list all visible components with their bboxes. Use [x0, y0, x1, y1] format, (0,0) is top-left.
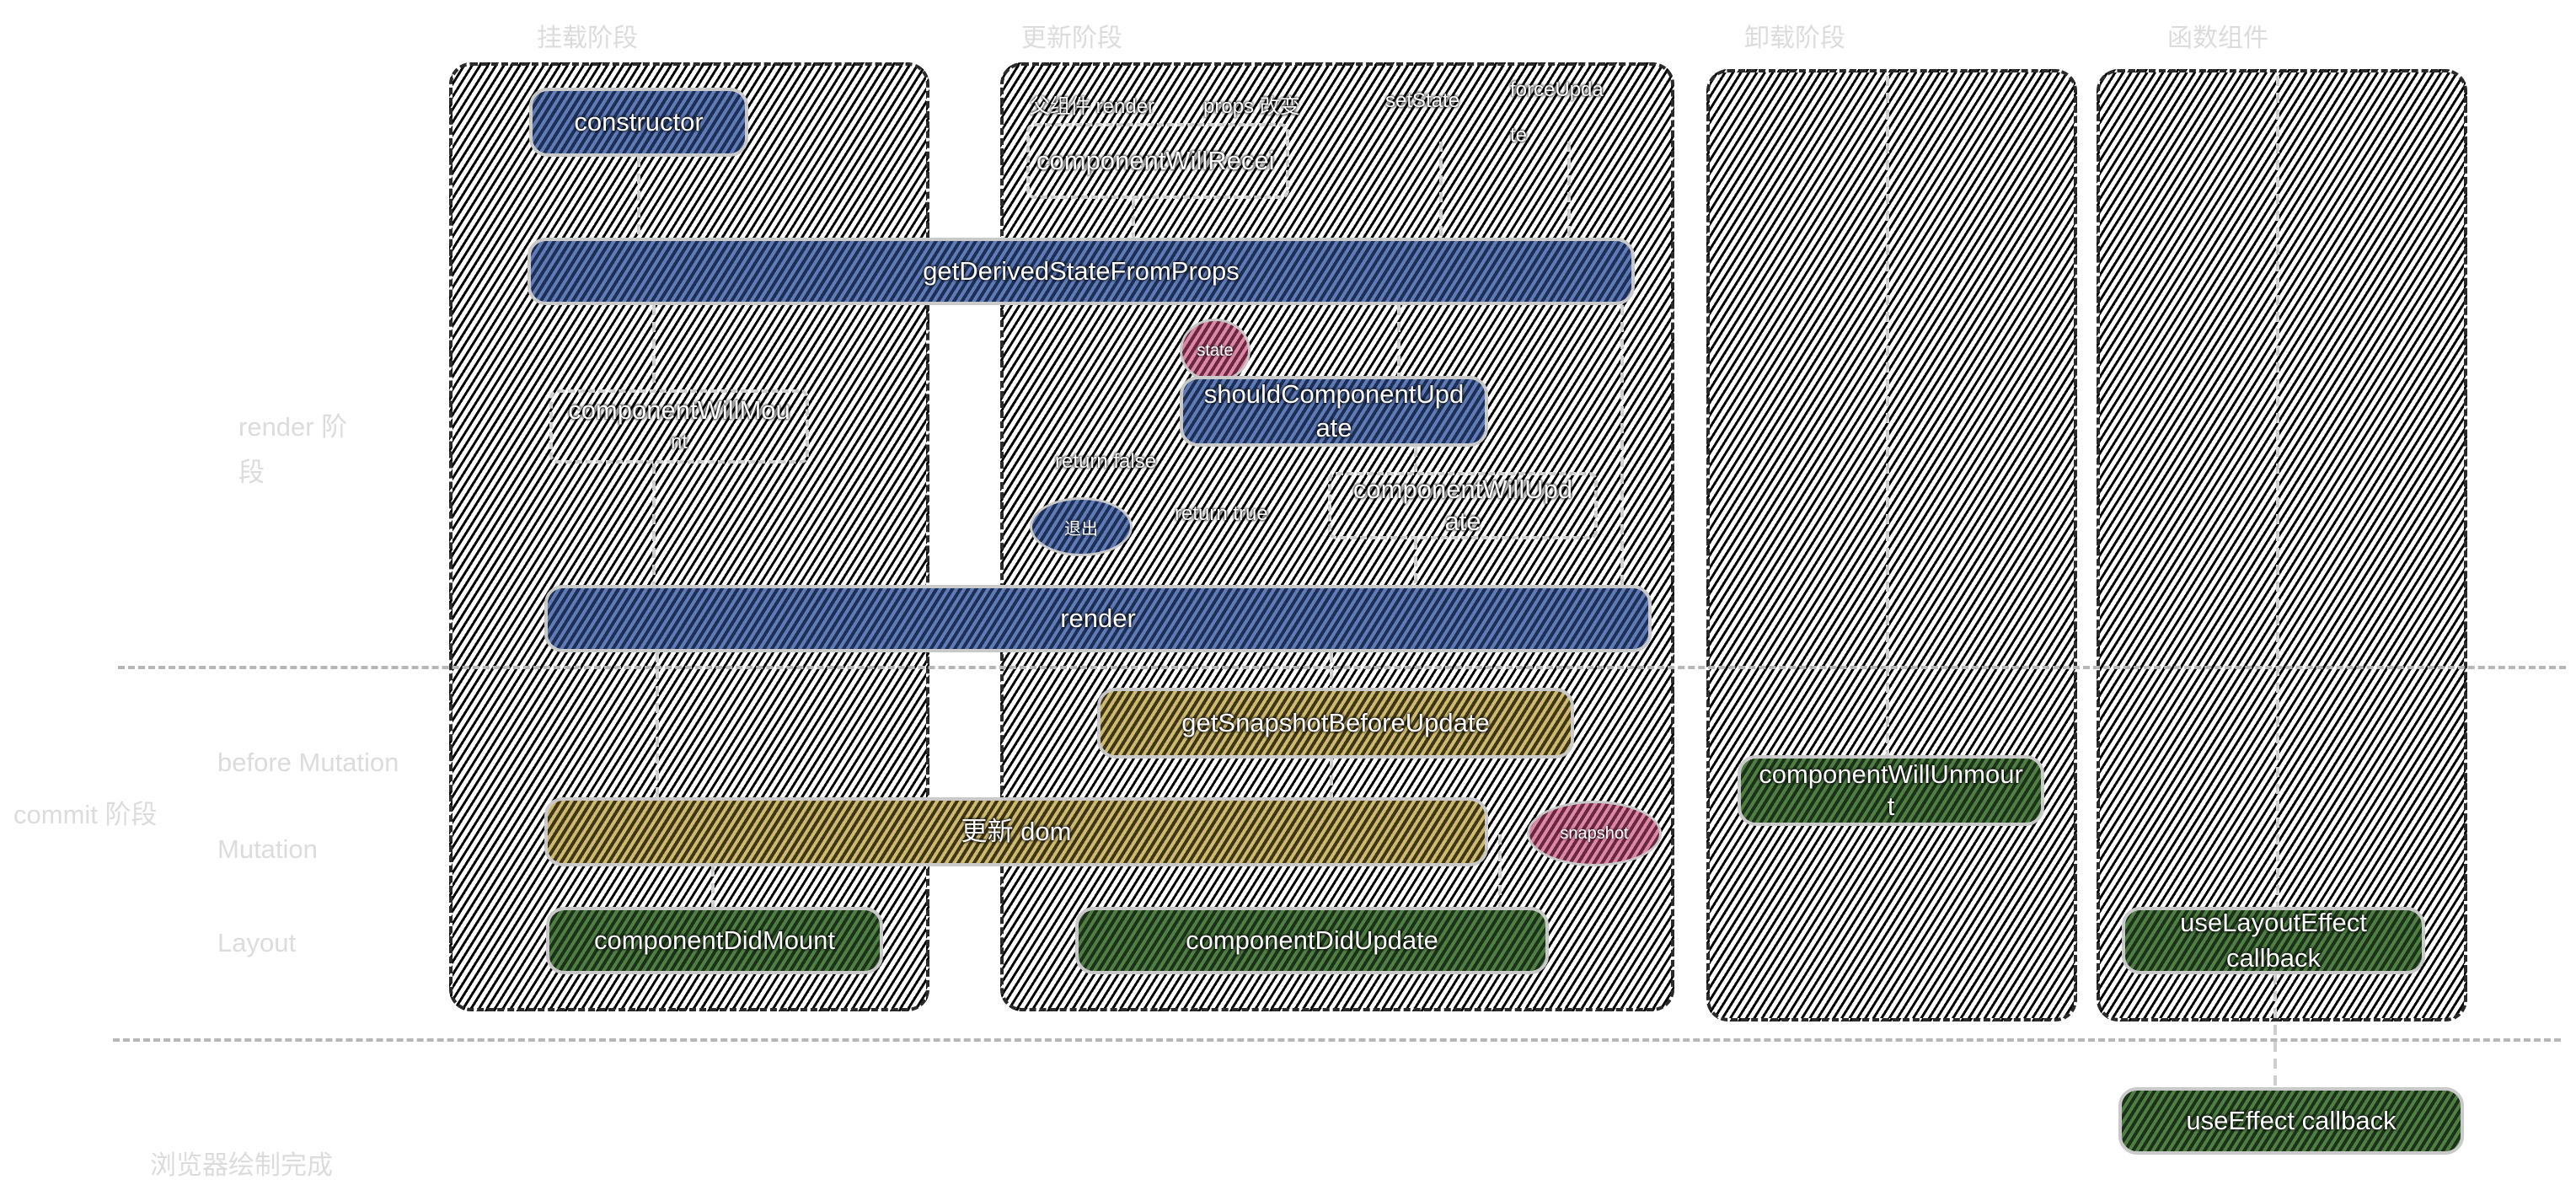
- should-component-update-node: shouldComponentUpd ate: [1180, 376, 1488, 447]
- get-derived-state-node: getDerivedStateFromProps: [528, 238, 1635, 305]
- phase-title-unmount: 卸载阶段: [1744, 24, 1845, 52]
- component-will-update-node: componentWillUpd ate: [1328, 472, 1598, 539]
- mount-panel: [449, 62, 929, 1011]
- trigger-parent-render: 父组件 render: [1030, 95, 1155, 118]
- commit-phase-label: commit 阶段: [13, 800, 158, 829]
- use-layout-effect-label-line1: useLayoutEffect: [2180, 908, 2367, 937]
- render-phase-label: render 阶 段: [238, 405, 347, 496]
- update-dom-node: 更新 dom: [544, 797, 1488, 866]
- return-false-label: return false: [1055, 450, 1157, 473]
- component-did-update-node: componentDidUpdate: [1075, 907, 1549, 974]
- before-mutation-label: before Mutation: [217, 748, 399, 777]
- component-will-update-label-line2: ate: [1444, 507, 1481, 536]
- component-will-receive-label: componentWillRecei: [1036, 146, 1275, 175]
- return-true-label: return true: [1175, 502, 1268, 525]
- unmount-panel: [1706, 69, 2077, 1021]
- trigger-force-update-line1: forceUpda: [1510, 78, 1604, 101]
- component-did-mount-node: componentDidMount: [546, 907, 883, 974]
- component-will-unmount-label-line1: componentWillUnmour: [1759, 759, 2023, 789]
- component-did-mount-label: componentDidMount: [593, 925, 836, 955]
- should-component-update-label-line1: shouldComponentUpd: [1203, 379, 1465, 409]
- exit-bubble: 退出: [1030, 497, 1133, 556]
- phase-title-mount: 挂载阶段: [537, 24, 638, 52]
- phase-title-update: 更新阶段: [1021, 24, 1122, 52]
- constructor-node: constructor: [529, 88, 748, 157]
- browser-paint-label: 浏览器绘制完成: [150, 1150, 333, 1180]
- render-commit-separator: [118, 666, 2566, 669]
- render-phase-label-line2: 段: [238, 458, 265, 487]
- constructor-label: constructor: [574, 107, 704, 137]
- function-component-panel: [2097, 69, 2467, 1021]
- component-will-mount-label-line2: nt: [670, 431, 688, 453]
- get-snapshot-node: getSnapshotBeforeUpdate: [1097, 688, 1574, 759]
- trigger-props-change: props 改变: [1203, 95, 1300, 118]
- component-did-update-label: componentDidUpdate: [1186, 925, 1438, 955]
- component-will-receive-node: componentWillRecei: [1026, 123, 1289, 199]
- update-dom-label: 更新 dom: [961, 817, 1072, 846]
- component-will-unmount-node: componentWillUnmour t: [1738, 755, 2044, 826]
- render-phase-label-line1: render 阶: [238, 412, 348, 442]
- mutation-label: Mutation: [217, 834, 318, 864]
- component-will-unmount-label-line2: t: [1887, 791, 1895, 821]
- layout-label: Layout: [217, 928, 297, 957]
- use-effect-node: useEffect callback: [2118, 1087, 2464, 1155]
- component-will-mount-label-line1: componentWillMou: [568, 395, 790, 425]
- get-snapshot-label: getSnapshotBeforeUpdate: [1181, 708, 1490, 737]
- phase-title-function-component: 函数组件: [2167, 24, 2268, 52]
- should-component-update-label-line2: ate: [1315, 413, 1352, 442]
- trigger-setstate: setState: [1385, 89, 1460, 112]
- trigger-force-update-line2: te: [1510, 124, 1528, 147]
- use-effect-label: useEffect callback: [2186, 1106, 2397, 1135]
- use-layout-effect-node: useLayoutEffect callback: [2122, 907, 2425, 974]
- component-will-mount-node: componentWillMou nt: [549, 389, 809, 464]
- component-will-update-label-line1: componentWillUpd: [1352, 475, 1573, 504]
- render-node: render: [544, 585, 1652, 652]
- snapshot-bubble: snapshot: [1527, 801, 1662, 866]
- use-layout-effect-label-line2: callback: [2225, 943, 2321, 973]
- render-label: render: [1060, 603, 1136, 633]
- commit-paint-separator: [113, 1038, 2561, 1042]
- trigger-force-update: forceUpda te: [1510, 67, 1604, 158]
- get-derived-state-label: getDerivedStateFromProps: [923, 256, 1240, 286]
- state-bubble: state: [1180, 319, 1251, 383]
